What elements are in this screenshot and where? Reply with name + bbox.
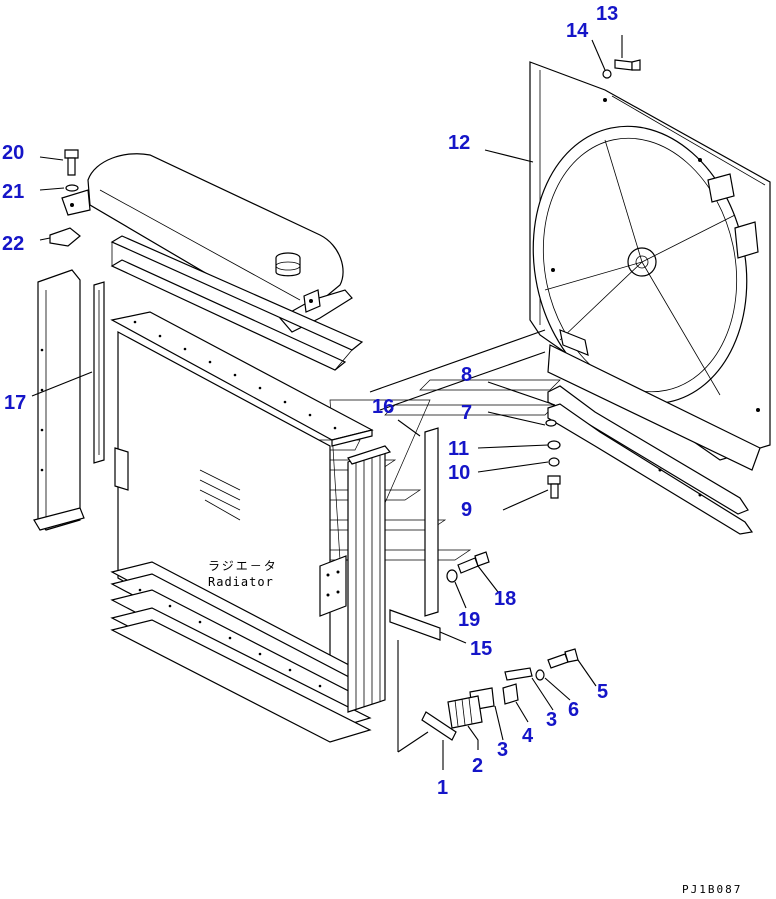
washer-11-icon [547, 440, 561, 450]
support-bar-16-icon [424, 427, 439, 617]
bolt-5-icon [547, 648, 579, 669]
bracket-15-icon [389, 609, 441, 641]
callout-19: 19 [458, 609, 480, 631]
core-bolt-holes [133, 320, 337, 688]
left-side-stay [33, 269, 105, 531]
callout-7: 7 [461, 402, 472, 424]
washer-10-icon [548, 457, 560, 467]
drawing-code: PJ1B087 [682, 883, 742, 896]
side-tube-assembly [347, 445, 392, 713]
callout-3-left: 3 [497, 739, 508, 761]
rubber-mount-2-icon [447, 695, 483, 729]
washer-7-icon [545, 419, 557, 427]
callout-21: 21 [2, 181, 24, 203]
washer-19-icon [446, 569, 458, 583]
callout-16: 16 [372, 396, 394, 418]
hardware [49, 59, 641, 741]
upper-gasket [110, 235, 364, 371]
callout-3-right: 3 [546, 709, 557, 731]
plate-3-icon [504, 667, 533, 681]
spacer-4-icon [502, 683, 519, 705]
callouts: 1 2 3 3 4 5 6 7 8 9 10 11 12 13 14 15 16… [2, 3, 618, 799]
callout-13: 13 [596, 3, 618, 25]
radiator-label-jp: ラジエ－タ [208, 559, 278, 573]
callout-18: 18 [494, 588, 516, 610]
radiator-core [110, 311, 374, 743]
callout-8: 8 [461, 364, 472, 386]
callout-5: 5 [597, 681, 608, 703]
radiator-label-en: Radiator [208, 575, 274, 589]
callout-1: 1 [437, 777, 448, 799]
callout-11: 11 [448, 438, 469, 460]
washer-6-icon [535, 669, 545, 681]
callout-17: 17 [4, 392, 26, 414]
fan-shroud [529, 61, 771, 471]
callout-12: 12 [448, 132, 470, 154]
lower-stay-bar [547, 385, 754, 535]
washer-21-icon [65, 184, 79, 192]
plate-1-icon [421, 711, 457, 741]
washer-14-icon [602, 69, 612, 79]
callout-2: 2 [472, 755, 483, 777]
leader-lines [31, 35, 623, 770]
callout-20: 20 [2, 142, 24, 164]
callout-4: 4 [522, 725, 534, 747]
bolt-13-icon [614, 59, 641, 71]
bracket-22-icon [49, 227, 81, 247]
bolt-20-icon [64, 149, 79, 176]
callout-14: 14 [566, 20, 589, 42]
callout-22: 22 [2, 233, 24, 255]
bolt-9-icon [547, 475, 561, 499]
callout-9: 9 [461, 499, 472, 521]
callout-15: 15 [470, 638, 492, 660]
callout-6: 6 [568, 699, 579, 721]
callout-10: 10 [448, 462, 470, 484]
